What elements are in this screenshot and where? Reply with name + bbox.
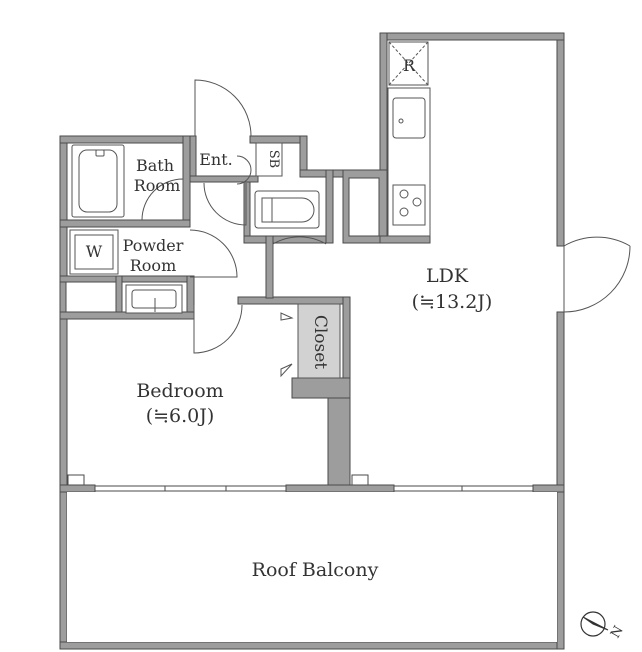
wall-toilet-left bbox=[243, 181, 251, 243]
room-ldk-area: (≒13.2J) bbox=[412, 291, 493, 313]
wall-pocket-storage bbox=[65, 281, 117, 313]
room-labels: LDK (≒13.2J) Bedroom (≒6.0J) Roof Balcon… bbox=[86, 56, 493, 581]
toilet-bowl bbox=[271, 197, 315, 223]
ldk-side-door bbox=[563, 236, 631, 313]
fixture-washer-label: W bbox=[86, 242, 103, 261]
balcony-windows bbox=[94, 485, 534, 492]
room-powder-line1: Powder bbox=[123, 236, 184, 255]
wall-bottom-outer bbox=[59, 641, 565, 650]
wall-pockets bbox=[65, 177, 380, 486]
shoe-box-doors bbox=[236, 155, 252, 185]
room-powder-line2: Room bbox=[130, 256, 176, 275]
room-bath-line1: Bath bbox=[136, 156, 174, 175]
room-ldk-name: LDK bbox=[426, 265, 469, 287]
fixtures bbox=[69, 41, 431, 379]
toilet-seat bbox=[261, 197, 273, 223]
bath-door bbox=[141, 178, 184, 221]
wall-kitchen-bottom bbox=[379, 235, 431, 244]
wall-balcony-left bbox=[59, 484, 96, 493]
closet-doors bbox=[280, 312, 294, 378]
bedroom-door bbox=[193, 304, 243, 354]
wall-top-ldk bbox=[379, 32, 565, 41]
wall-entrance-floor bbox=[189, 175, 259, 183]
wall-balcony-mid bbox=[285, 484, 395, 493]
wall-corridor bbox=[327, 397, 351, 489]
wall-bedroom-top-right bbox=[237, 296, 351, 305]
wall-closet-bottom bbox=[291, 377, 351, 399]
entrance-door bbox=[194, 79, 252, 137]
doors bbox=[141, 79, 631, 354]
window-ldk bbox=[393, 485, 534, 492]
room-bath-line2: Room bbox=[134, 176, 180, 195]
compass-arrow bbox=[582, 616, 609, 631]
wall-toilet-right bbox=[325, 169, 334, 244]
wall-pocket-ldk-column bbox=[348, 177, 380, 237]
wall-toilet-bottom bbox=[243, 235, 333, 244]
burner-1 bbox=[399, 189, 409, 199]
wall-pocket-balcony-left bbox=[67, 474, 85, 486]
wall-bath-right bbox=[182, 135, 191, 227]
wall-top-entrance bbox=[249, 135, 308, 144]
wall-top-bath bbox=[59, 135, 196, 144]
balcony-area bbox=[67, 492, 557, 642]
room-shoe-box-name: SB bbox=[266, 150, 281, 168]
closet bbox=[297, 303, 341, 379]
wall-powder-bottom bbox=[59, 275, 191, 283]
toilet-door bbox=[203, 182, 247, 226]
room-entrance-name: Ent. bbox=[199, 150, 233, 169]
powder-basin bbox=[131, 289, 177, 309]
kitchen-sink bbox=[392, 97, 426, 139]
wall-pocket-balcony-mid bbox=[351, 474, 369, 486]
wall-hall-left bbox=[265, 235, 274, 299]
room-closet-name: Closet bbox=[310, 315, 330, 369]
burner-2 bbox=[412, 197, 422, 207]
wall-bath-bottom bbox=[59, 219, 191, 228]
compass-north-label: N bbox=[608, 624, 627, 641]
room-roof-balcony-name: Roof Balcony bbox=[252, 559, 379, 581]
roof-balcony bbox=[67, 492, 557, 642]
wall-right-outer-lower bbox=[556, 311, 565, 650]
kitchen-drain bbox=[398, 118, 404, 124]
window-bedroom bbox=[94, 485, 287, 492]
room-bedroom-name: Bedroom bbox=[136, 380, 223, 402]
bathtub-inner bbox=[78, 149, 118, 213]
wall-left-outer bbox=[59, 135, 68, 649]
fixture-refrigerator-label: R bbox=[403, 56, 416, 75]
washer-inner bbox=[74, 234, 114, 270]
shoe-box bbox=[255, 142, 283, 177]
compass: N bbox=[580, 611, 627, 641]
powder-door bbox=[189, 229, 238, 278]
burner-3 bbox=[399, 207, 409, 217]
wall-entrance-left bbox=[189, 135, 197, 182]
refrigerator bbox=[388, 41, 429, 86]
wall-balcony-right bbox=[532, 484, 565, 493]
room-bedroom-area: (≒6.0J) bbox=[146, 405, 215, 427]
bathtub-faucet bbox=[95, 149, 105, 157]
hall-door bbox=[272, 236, 327, 297]
wall-right-outer bbox=[556, 32, 565, 247]
